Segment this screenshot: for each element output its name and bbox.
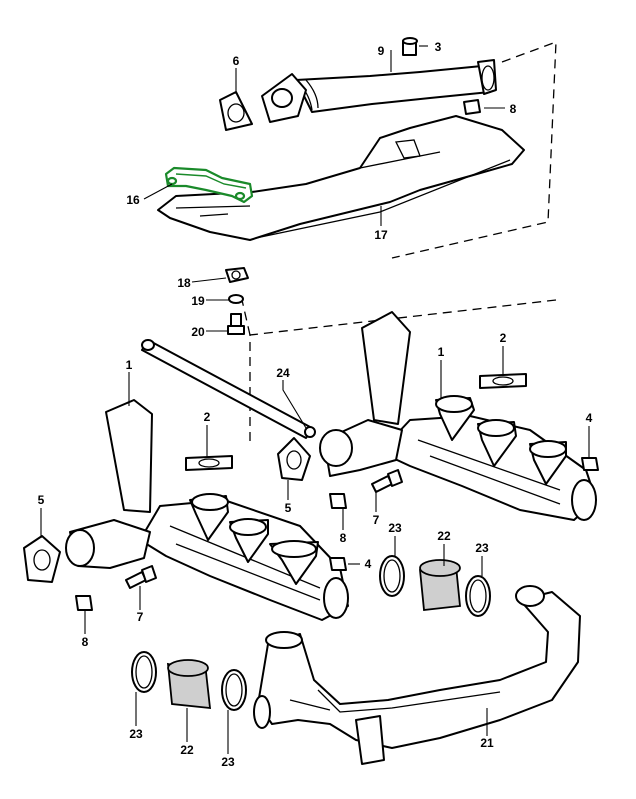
clamp-23-a (379, 555, 405, 597)
callout-17: 17 (374, 228, 388, 242)
callout-18: 18 (177, 276, 191, 290)
callout-21: 21 (480, 736, 494, 750)
callout-8-left: 8 (81, 635, 89, 649)
callout-22-b: 22 (180, 743, 194, 757)
gasket-2-left (185, 455, 233, 471)
washer-19 (228, 294, 244, 304)
callout-2-left: 2 (203, 410, 211, 424)
brace-rod-24 (141, 339, 316, 439)
clamp-23-b (465, 575, 491, 617)
clamp-23-c (131, 651, 157, 693)
nut-4-left (329, 557, 347, 571)
callout-8-middle: 8 (339, 531, 347, 545)
callout-1-left: 1 (125, 358, 133, 372)
nut-8-middle (329, 493, 347, 509)
clamp-18 (225, 267, 249, 283)
clamp-23-d (221, 669, 247, 711)
leader-lines (40, 45, 590, 754)
callout-22-a: 22 (437, 529, 451, 543)
muffler-22-a (419, 559, 461, 611)
heat-exchanger-1-left (65, 399, 349, 621)
gasket-5-right (277, 437, 311, 481)
gasket-5-left (23, 535, 61, 583)
callout-20: 20 (191, 325, 205, 339)
callout-23-d: 23 (221, 755, 235, 769)
muffler-22-b (166, 659, 212, 710)
callout-5-right: 5 (284, 501, 292, 515)
front-pipe-9 (261, 59, 497, 123)
callout-9: 9 (377, 44, 385, 58)
bolt-7-right (371, 469, 403, 493)
callout-23-c: 23 (129, 727, 143, 741)
gasket-6 (219, 91, 253, 131)
nut-3 (402, 37, 418, 56)
callout-24: 24 (276, 366, 290, 380)
callout-19: 19 (191, 294, 205, 308)
callout-6: 6 (232, 54, 240, 68)
callout-7-left: 7 (136, 610, 144, 624)
callout-5-left: 5 (37, 493, 45, 507)
bracket-16 (164, 166, 254, 204)
bolt-20 (227, 313, 245, 335)
nut-8-top (463, 99, 481, 115)
heat-shield-17 (157, 115, 525, 241)
callout-16: 16 (126, 193, 140, 207)
gasket-2-right (479, 373, 527, 389)
callout-8-top: 8 (509, 102, 517, 116)
callout-23-b: 23 (475, 541, 489, 555)
callout-4-left: 4 (364, 557, 372, 571)
callout-4-right: 4 (585, 411, 593, 425)
nut-8-left (75, 595, 93, 611)
callout-1-right: 1 (437, 345, 445, 359)
heat-exchanger-1-right (319, 311, 597, 521)
crossover-pipe-21 (253, 585, 581, 765)
callout-2-right: 2 (499, 331, 507, 345)
callout-23-a: 23 (388, 521, 402, 535)
callout-7-right: 7 (372, 513, 380, 527)
nut-4-right (581, 457, 599, 471)
bolt-7-left (125, 565, 157, 589)
callout-3-top: 3 (434, 40, 442, 54)
